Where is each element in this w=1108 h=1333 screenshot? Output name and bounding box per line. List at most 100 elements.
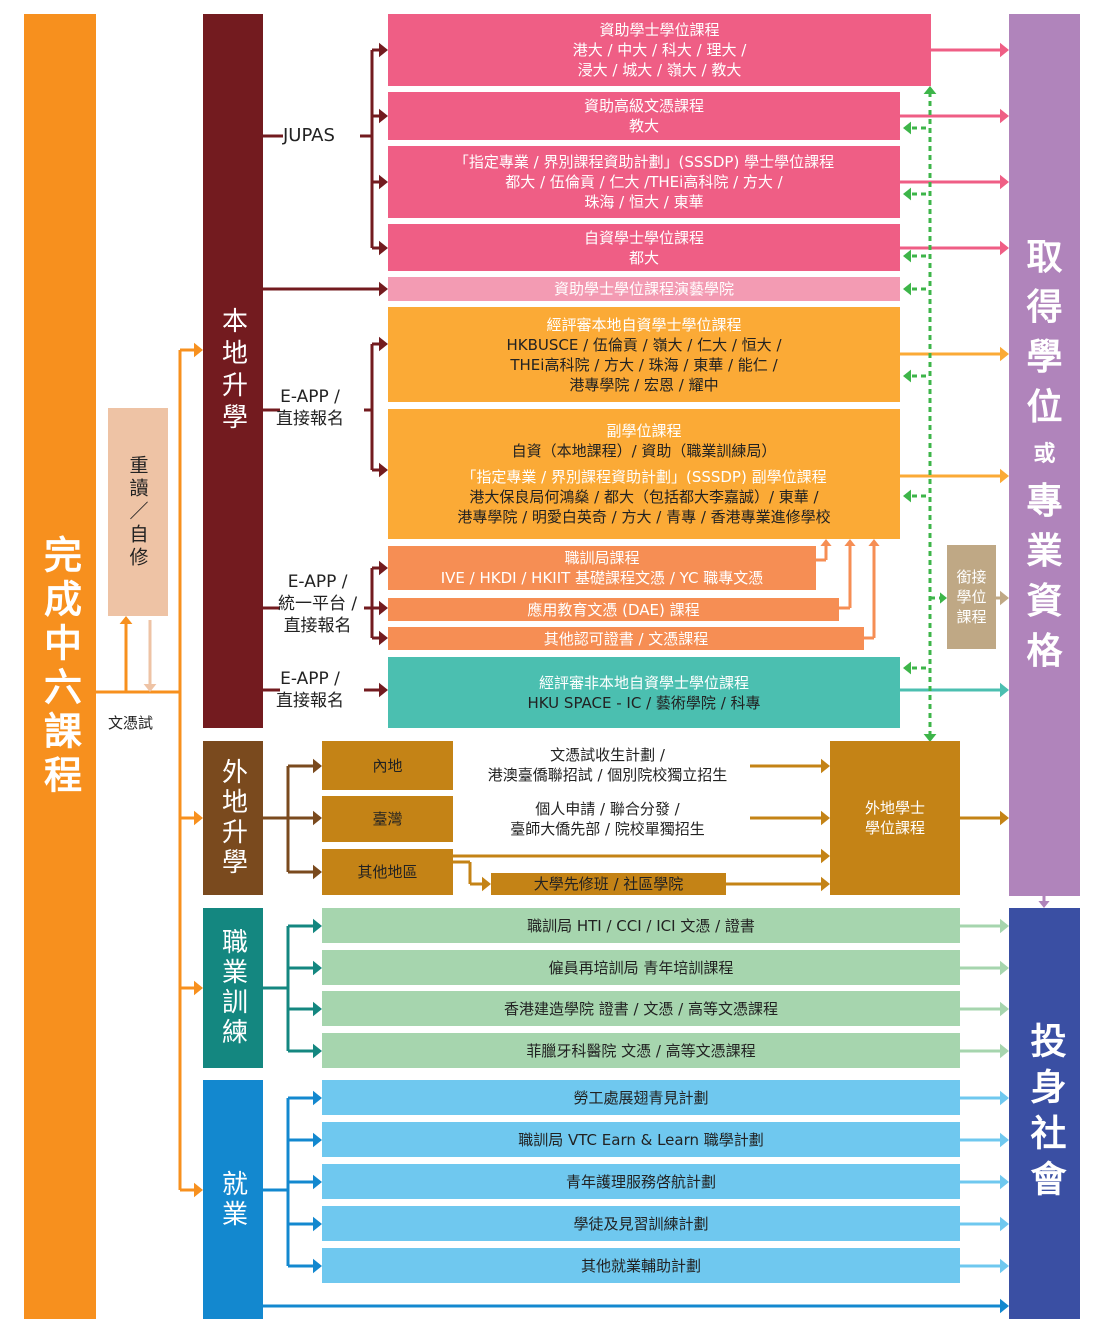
arrow-head [482, 876, 491, 892]
arrow-head [313, 918, 322, 934]
box-funded-degree: 資助學士學位課程 港大 / 中大 / 科大 / 理大 / 浸大 / 城大 / 嶺… [388, 14, 931, 86]
category-vocational-label: 職業訓練 [217, 928, 248, 1048]
arrow-head [313, 810, 322, 826]
arrow-head [313, 864, 322, 880]
vocational-item: 菲臘牙科醫院 文憑 / 高等文憑課程 [322, 1033, 960, 1068]
arrow-head [1000, 108, 1009, 124]
arrow-head [379, 682, 388, 698]
arrow-head [143, 684, 157, 692]
employment-item: 學徒及見習訓練計劃 [322, 1206, 960, 1241]
outcome-society-label: 投身社會 [1024, 1021, 1066, 1206]
arrow-head [313, 960, 322, 976]
box-accredited-non-local: 經評審非本地自資學士學位課程 HKU SPACE - IC / 藝術學院 / 科… [388, 657, 900, 728]
arrow-head [379, 174, 388, 190]
box-self-financed-degree: 自資學士學位課程 都大 [388, 224, 900, 271]
category-mainland: 外地升學 [203, 741, 263, 895]
start-column: 完成中六課程 [24, 14, 96, 1319]
arrow-head [1000, 1001, 1009, 1017]
arrow-head [940, 592, 947, 604]
arrow-head [1000, 1132, 1009, 1148]
arrow-head [379, 560, 388, 576]
arrow-head [903, 661, 911, 675]
box-funded-higher-diploma: 資助高級文憑課程 教大 [388, 92, 900, 140]
arrow-head [379, 600, 388, 616]
vocational-item: 職訓局 HTI / CCI / ICI 文憑 / 證書 [322, 908, 960, 943]
arrow-head [1000, 918, 1009, 934]
route-eapp-direct-2: E-APP / 直接報名 [276, 669, 344, 711]
box-mainland: 內地 [322, 741, 453, 790]
category-vocational: 職業訓練 [203, 908, 263, 1068]
outcome-degree: 取 得 學 位 或 專 業 資 格 [1009, 14, 1080, 896]
box-sub-degree: 副學位課程 自資（本地課程）/ 資助（職業訓練局） 「指定專業 / 界別課程資助… [388, 409, 900, 539]
arrow-head [903, 489, 911, 503]
box-overseas-degree: 外地學士 學位課程 [830, 741, 960, 895]
employment-item: 勞工處展翅青見計劃 [322, 1080, 960, 1115]
arrow-head [379, 108, 388, 124]
vocational-item: 僱員再培訓局 青年培訓課程 [322, 950, 960, 985]
box-applied-learning: 應用教育文憑 (DAE) 課程 [388, 598, 839, 621]
arrow-head [313, 1132, 322, 1148]
arrow-head [1000, 1298, 1009, 1314]
arrow-head [119, 616, 133, 624]
arrow-head [821, 876, 830, 892]
box-accredited-local-degree: 經評審本地自資學士學位課程 HKBUSCE / 伍倫貢 / 嶺大 / 仁大 / … [388, 307, 900, 402]
category-mainland-label: 外地升學 [217, 758, 248, 878]
repeat-label: 重讀／自修 [126, 454, 149, 570]
category-local-label: 本地升學 [217, 307, 248, 435]
box-other-regions: 其他地區 [322, 849, 453, 895]
route-eapp-unified: E-APP / 統一平台 / 直接報名 [278, 572, 358, 636]
box-taiwan: 臺灣 [322, 796, 453, 842]
arrow-head [194, 1182, 203, 1198]
arrow-head [379, 630, 388, 646]
arrow-head [1000, 1258, 1009, 1274]
arrow-head [313, 1001, 322, 1017]
arrow-head [194, 980, 203, 996]
exam-label: 文憑試 [108, 714, 154, 732]
arrow-head [1000, 1174, 1009, 1190]
arrow-head [844, 539, 856, 546]
arrow-head [821, 848, 830, 864]
box-other-diplomas: 其他認可證書 / 文憑課程 [388, 627, 864, 650]
arrow-head [868, 539, 880, 546]
category-local: 本地升學 [203, 14, 263, 728]
box-vtc-courses: 職訓局課程 IVE / HKDI / HKIIT 基礎課程文憑 / YC 職專文… [388, 546, 816, 590]
arrow-head [821, 758, 830, 774]
arrow-head [379, 462, 388, 478]
start-label: 完成中六課程 [37, 534, 82, 799]
arrow-head [1000, 810, 1009, 826]
arrow-head [903, 369, 911, 383]
arrow-head [903, 187, 911, 201]
arrow-head [923, 86, 937, 94]
arrow-head [194, 810, 203, 826]
arrow-head [313, 1216, 322, 1232]
box-articulation: 銜接 學位 課程 [947, 545, 996, 649]
arrow-head [379, 336, 388, 352]
employment-item: 其他就業輔助計劃 [322, 1248, 960, 1283]
box-sssdp-degree: 「指定專業 / 界別課程資助計劃」(SSSDP) 學士學位課程 都大 / 伍倫貢… [388, 146, 900, 218]
arrow-head [1000, 682, 1009, 698]
arrow-head [1000, 240, 1009, 256]
employment-item: 職訓局 VTC Earn & Learn 職學計劃 [322, 1122, 960, 1157]
arrow-head [313, 1090, 322, 1106]
arrow-head [1000, 590, 1009, 606]
arrow-head [903, 121, 911, 135]
vocational-item: 香港建造學院 證書 / 文憑 / 高等文憑課程 [322, 991, 960, 1026]
arrow-head [1000, 468, 1009, 484]
mainland-routes-text: 文憑試收生計劃 / 港澳臺僑聯招試 / 個別院校獨立招生 [487, 746, 728, 784]
arrow-head [1000, 42, 1009, 58]
repeat-box: 重讀／自修 [108, 408, 168, 616]
arrow-head [1000, 1043, 1009, 1059]
arrow-head [903, 282, 911, 296]
arrow-head [820, 539, 832, 546]
arrow-head [903, 249, 911, 263]
arrow-head [379, 42, 388, 58]
route-jupas: JUPAS [283, 125, 335, 146]
route-eapp-direct-1: E-APP / 直接報名 [276, 387, 344, 429]
arrow-head [379, 281, 388, 297]
arrow-head [313, 1174, 322, 1190]
arrow-head [1038, 901, 1050, 908]
arrow-head [379, 240, 388, 256]
arrow-head [1000, 174, 1009, 190]
